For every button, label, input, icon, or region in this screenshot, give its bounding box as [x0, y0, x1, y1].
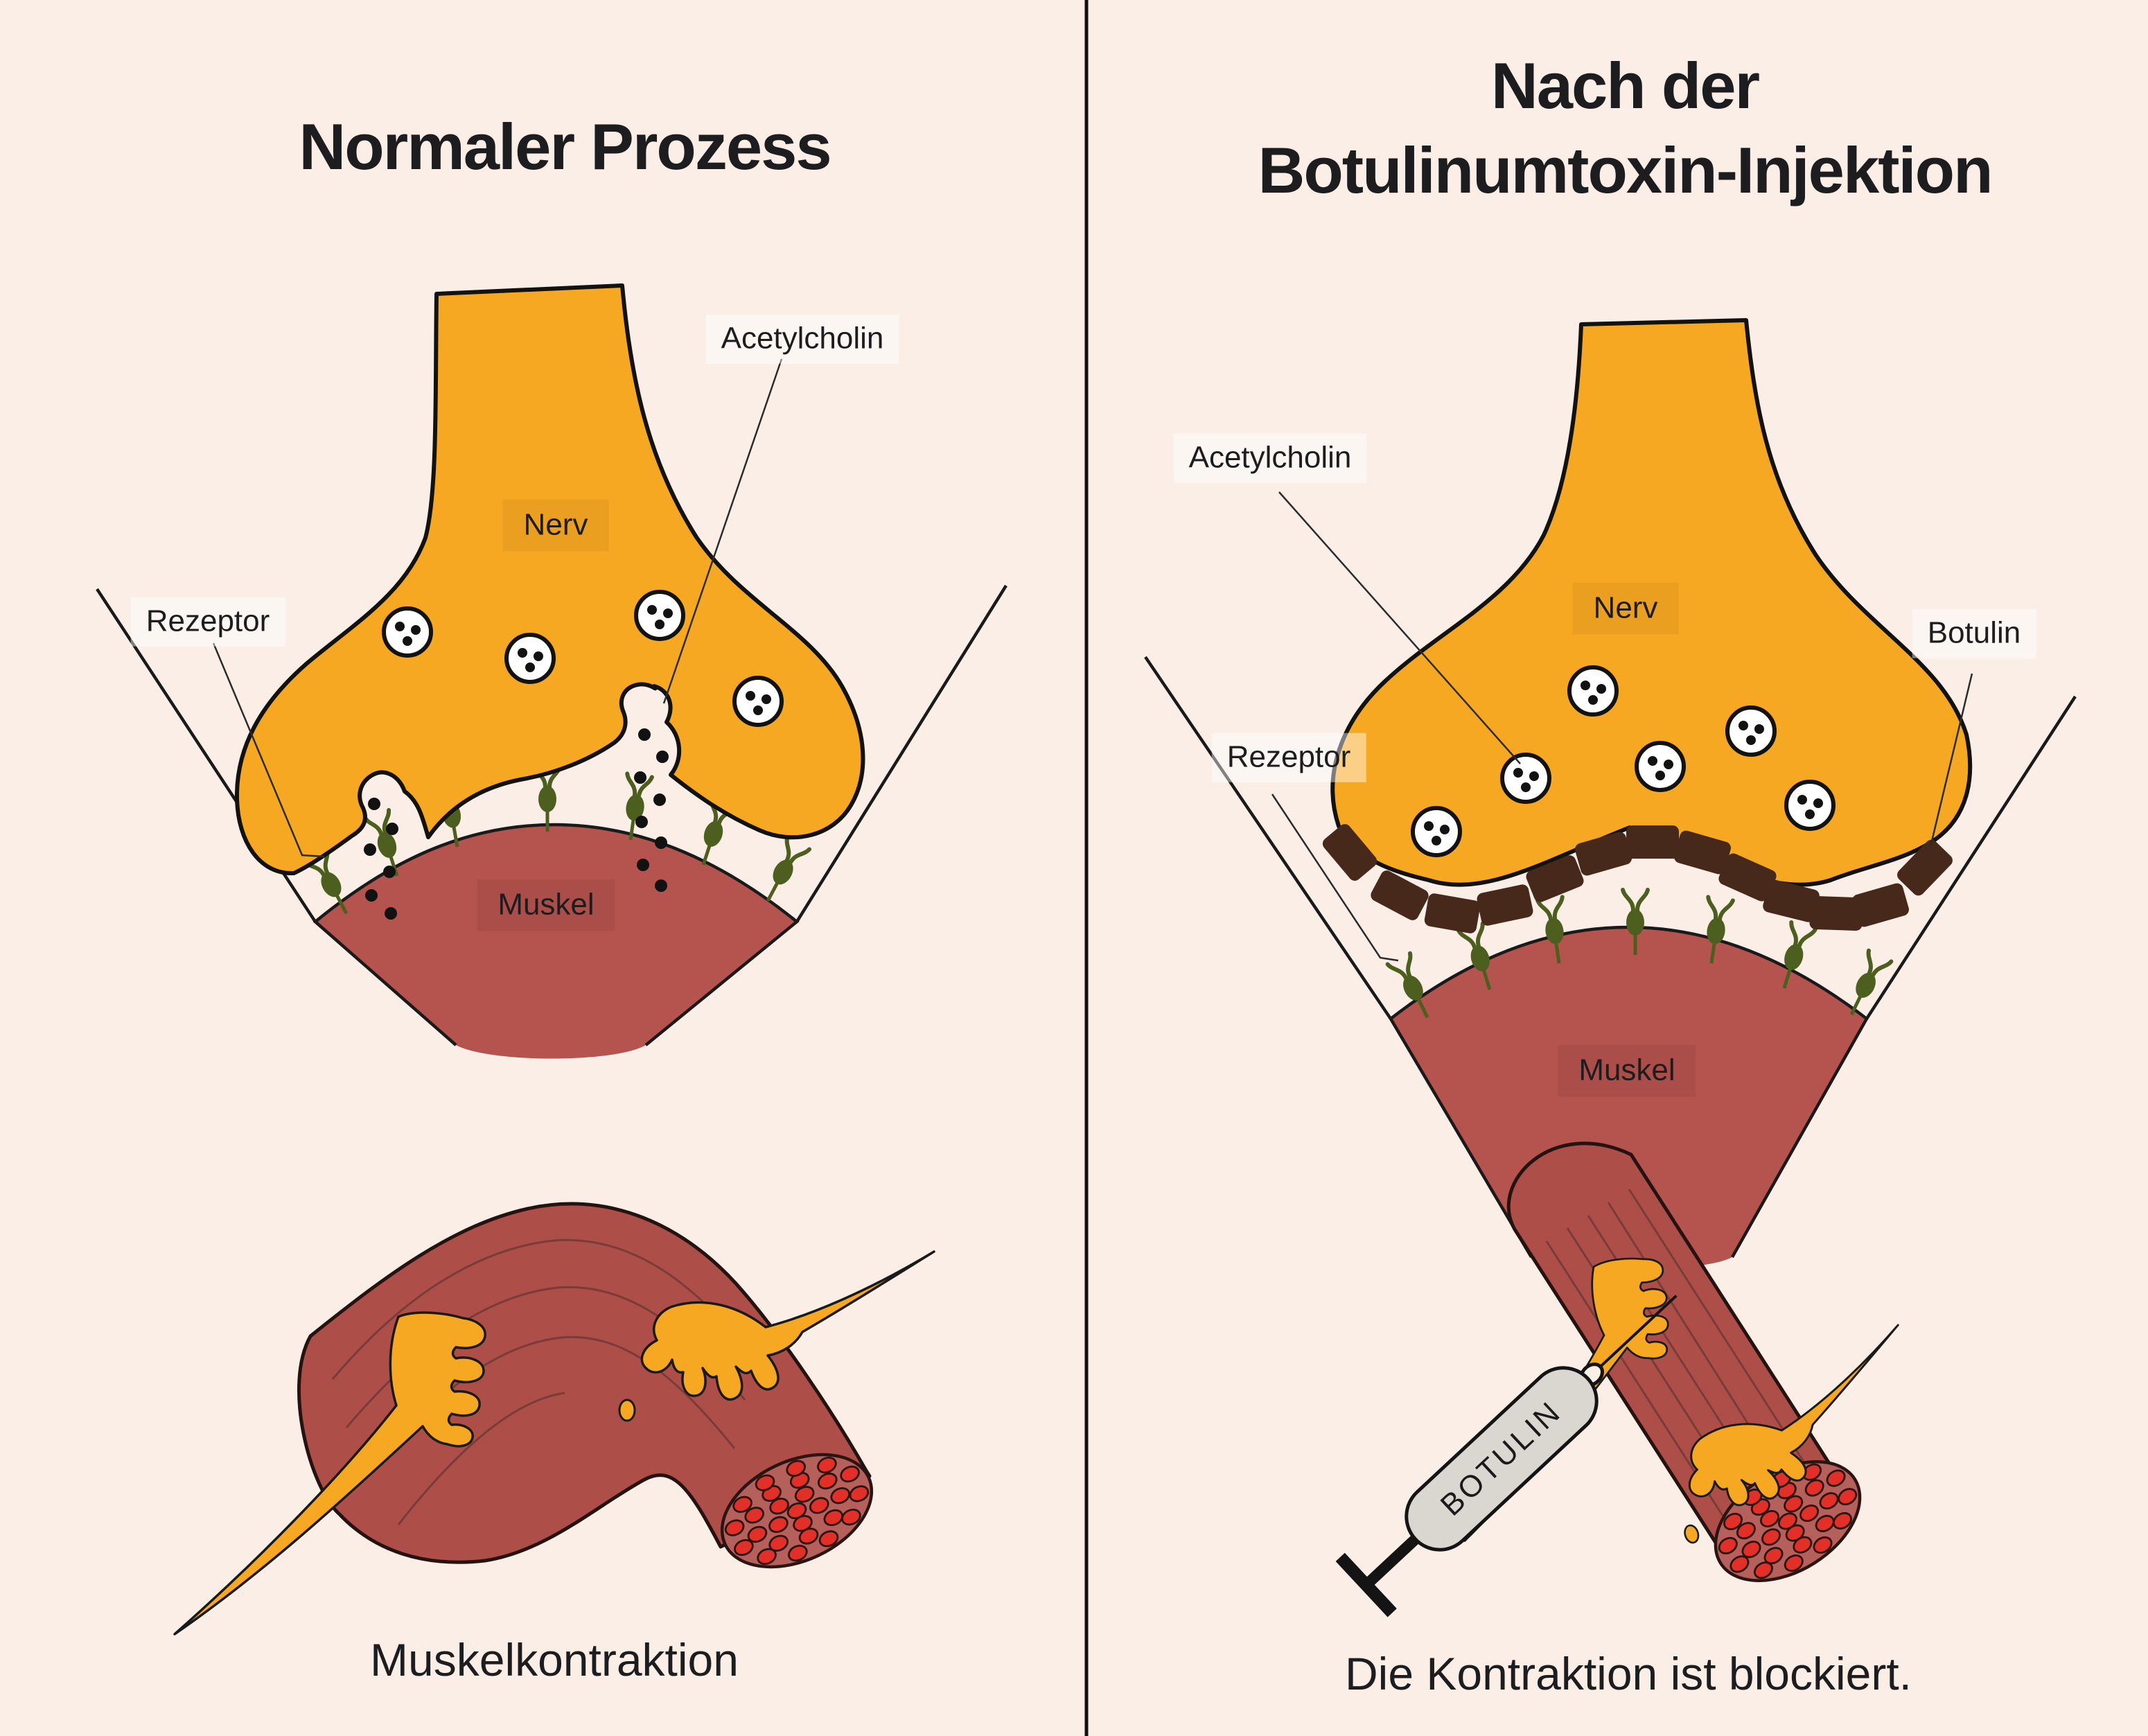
- left-nerve-shape: [234, 283, 865, 876]
- right-rezeptor-label: Rezeptor: [1211, 733, 1366, 782]
- right-cleft-line-right: [1865, 695, 2077, 1020]
- right-botulin-leader-line: [1929, 673, 1973, 848]
- left-acetylcholin-leader-line: [662, 358, 783, 704]
- left-title: Normaler Prozess: [299, 109, 831, 183]
- syringe-barrel: [1405, 1366, 1599, 1552]
- left-acetylcholine-molecules: [364, 728, 669, 920]
- left-cleft-line-right: [795, 584, 1007, 923]
- right-botulin-label: Botulin: [1912, 608, 2036, 658]
- left-muscle-fiber-illustration: [173, 1202, 935, 1636]
- left-muscle-shape: [315, 825, 797, 1059]
- left-caption: Muskelkontraktion: [370, 1634, 739, 1686]
- right-rezeptor-leader-line: [1271, 794, 1399, 962]
- right-panel-synapse: [1144, 318, 2077, 1270]
- right-title-line1: Nach der: [1490, 49, 1760, 122]
- syringe: [1335, 1295, 1678, 1617]
- right-acetylcholin-label: Acetylcholin: [1173, 433, 1367, 483]
- left-acetylcholin-label: Acetylcholin: [705, 314, 899, 364]
- left-rezeptor-leader-line: [212, 642, 325, 858]
- syringe-needle: [1598, 1295, 1678, 1369]
- right-muscle-fiber-illustration: [1335, 1141, 1944, 1617]
- right-muscle-shape: [1391, 927, 1867, 1270]
- left-panel-synapse: [96, 283, 1007, 1059]
- syringe-plunger-handle: [1335, 1552, 1397, 1617]
- right-title-line2: Botulinumtoxin-Injektion: [1258, 134, 1993, 207]
- left-nerv-label: Nerv: [502, 499, 609, 552]
- left-rezeptor-label: Rezeptor: [130, 597, 285, 647]
- right-title: Nach der Botulinumtoxin-Injektion: [1258, 44, 1993, 213]
- right-cleft-line-left: [1144, 656, 1392, 1020]
- right-caption: Die Kontraktion ist blockiert.: [1344, 1648, 1912, 1700]
- right-muskel-label: Muskel: [1558, 1044, 1696, 1097]
- right-nerv-label: Nerv: [1572, 582, 1679, 635]
- left-muskel-label: Muskel: [477, 879, 615, 931]
- right-acetylcholin-leader-line: [1278, 491, 1521, 764]
- syringe-plunger-shaft: [1366, 1525, 1429, 1586]
